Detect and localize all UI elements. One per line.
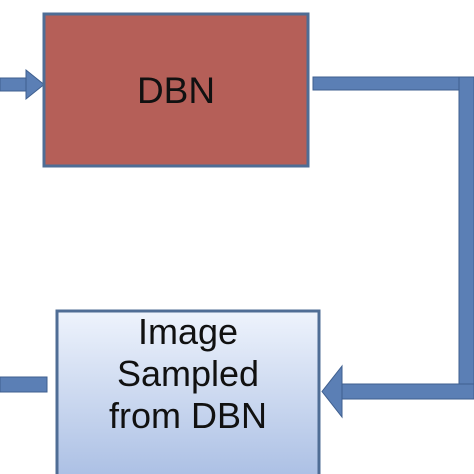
feedback-connector [312, 76, 474, 419]
sampled-image-box [55, 309, 321, 474]
dbn-box [42, 12, 310, 168]
feedback-arrowhead [321, 364, 343, 419]
input-arrow [0, 68, 45, 101]
output-connector [0, 376, 48, 393]
